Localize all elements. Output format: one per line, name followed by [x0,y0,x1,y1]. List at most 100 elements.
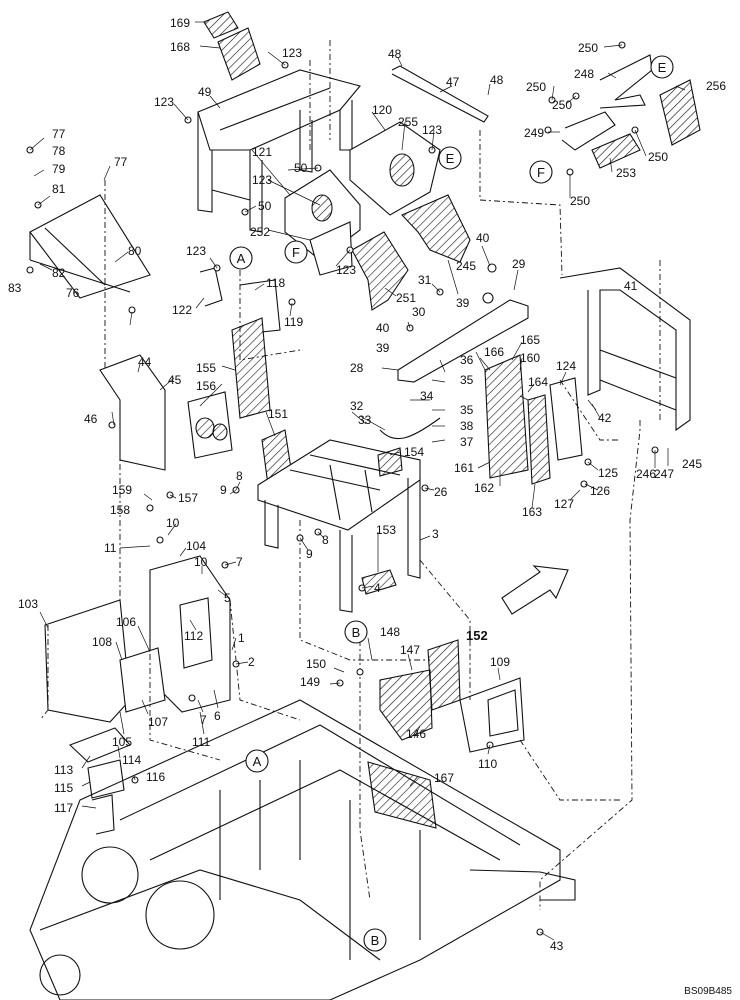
panel-256 [659,79,701,146]
part-label: 167 [434,771,454,785]
part-label: 126 [590,484,610,498]
part-label: 7 [236,555,243,569]
part-label: 104 [186,539,206,553]
part-label: 245 [682,457,702,471]
bracket-47 [391,65,489,123]
part-label: 79 [52,162,66,176]
part-label: 157 [178,491,198,505]
panel-112 [179,597,213,669]
part-label: 42 [598,411,612,425]
part-label: 10 [194,555,208,569]
plate-169 [203,11,239,39]
bracket-122 [199,267,223,307]
svg-text:E: E [658,60,667,75]
part-label: 246 [636,467,656,481]
panel-163 [527,394,551,485]
part-label: 113 [54,763,73,777]
panel-253 [591,133,641,169]
part-label: 251 [396,291,416,305]
part-label: 11 [104,541,117,555]
svg-text:E: E [446,151,455,166]
part-label: 35 [460,373,474,387]
part-label: 46 [84,412,98,426]
bracket-115 [87,759,125,799]
svg-text:A: A [253,754,262,769]
part-label: 35 [460,403,474,417]
part-label: 154 [404,445,424,459]
part-label: 250 [552,98,572,112]
part-label: 127 [554,497,574,511]
panel-152 [427,639,461,711]
plate-168 [217,27,261,81]
part-label: 8 [236,469,243,483]
panel-147 [379,669,433,741]
panel-251 [351,231,409,311]
panel-155 [231,317,271,419]
part-label: 158 [110,503,130,517]
part-label: 76 [66,286,80,300]
part-label: 123 [186,244,206,258]
part-label: 2 [248,655,255,669]
part-label: 105 [112,735,132,749]
svg-text:F: F [292,245,300,260]
part-label: 124 [556,359,576,373]
part-label: 161 [454,461,474,475]
panel-44 [99,354,166,471]
part-label: 164 [528,375,548,389]
part-label: 118 [266,276,285,290]
part-label: 114 [122,753,141,767]
part-label: 6 [214,709,221,723]
fasteners [26,41,659,936]
part-label: 250 [526,80,546,94]
part-label: 150 [306,657,326,671]
bracket-117 [91,794,115,835]
frame-49 [197,69,361,151]
part-label: 120 [372,103,392,117]
part-label: 250 [578,41,598,55]
part-label: 8 [322,533,329,547]
part-label: 123 [336,263,356,277]
ref-marker-b: B [363,928,387,952]
part-label: 149 [300,675,320,689]
part-label: 112 [184,629,203,643]
cable-33 [379,417,441,439]
part-label: 166 [484,345,504,359]
part-label: 125 [598,466,618,480]
part-label: 250 [570,194,590,208]
part-label: 123 [154,95,174,109]
part-label: 77 [114,155,128,169]
part-label: 108 [92,635,112,649]
part-label: 250 [648,150,668,164]
part-label: 148 [380,625,400,639]
panel-154 [377,447,403,477]
part-label: 163 [522,505,542,519]
part-label: 252 [250,225,270,239]
reference-markers: A A B B E E F F [229,55,674,952]
panel-245 [401,194,471,263]
part-label: 117 [54,801,73,815]
ref-marker-e: E [438,146,462,170]
svg-text:F: F [537,165,545,180]
part-label: 77 [52,127,66,141]
part-label: 123 [282,46,302,60]
part-label: 153 [376,523,396,537]
beam-28 [397,299,529,383]
part-label: 9 [306,547,313,561]
ref-marker-a: A [229,246,253,270]
part-label: 249 [524,126,544,140]
part-label: 106 [116,615,136,629]
part-label: 29 [512,257,526,271]
frame-41 [559,267,691,432]
part-label: 255 [398,115,418,129]
part-label: 9 [220,483,227,497]
ref-marker-b: B [344,620,368,644]
part-label: 116 [146,770,165,784]
lower-chassis [29,699,561,1000]
part-label: 81 [52,182,66,196]
part-label: 160 [520,351,540,365]
part-label: 119 [284,315,303,329]
part-label: 159 [112,483,132,497]
part-label: 115 [54,781,73,795]
panel-167 [367,761,437,829]
